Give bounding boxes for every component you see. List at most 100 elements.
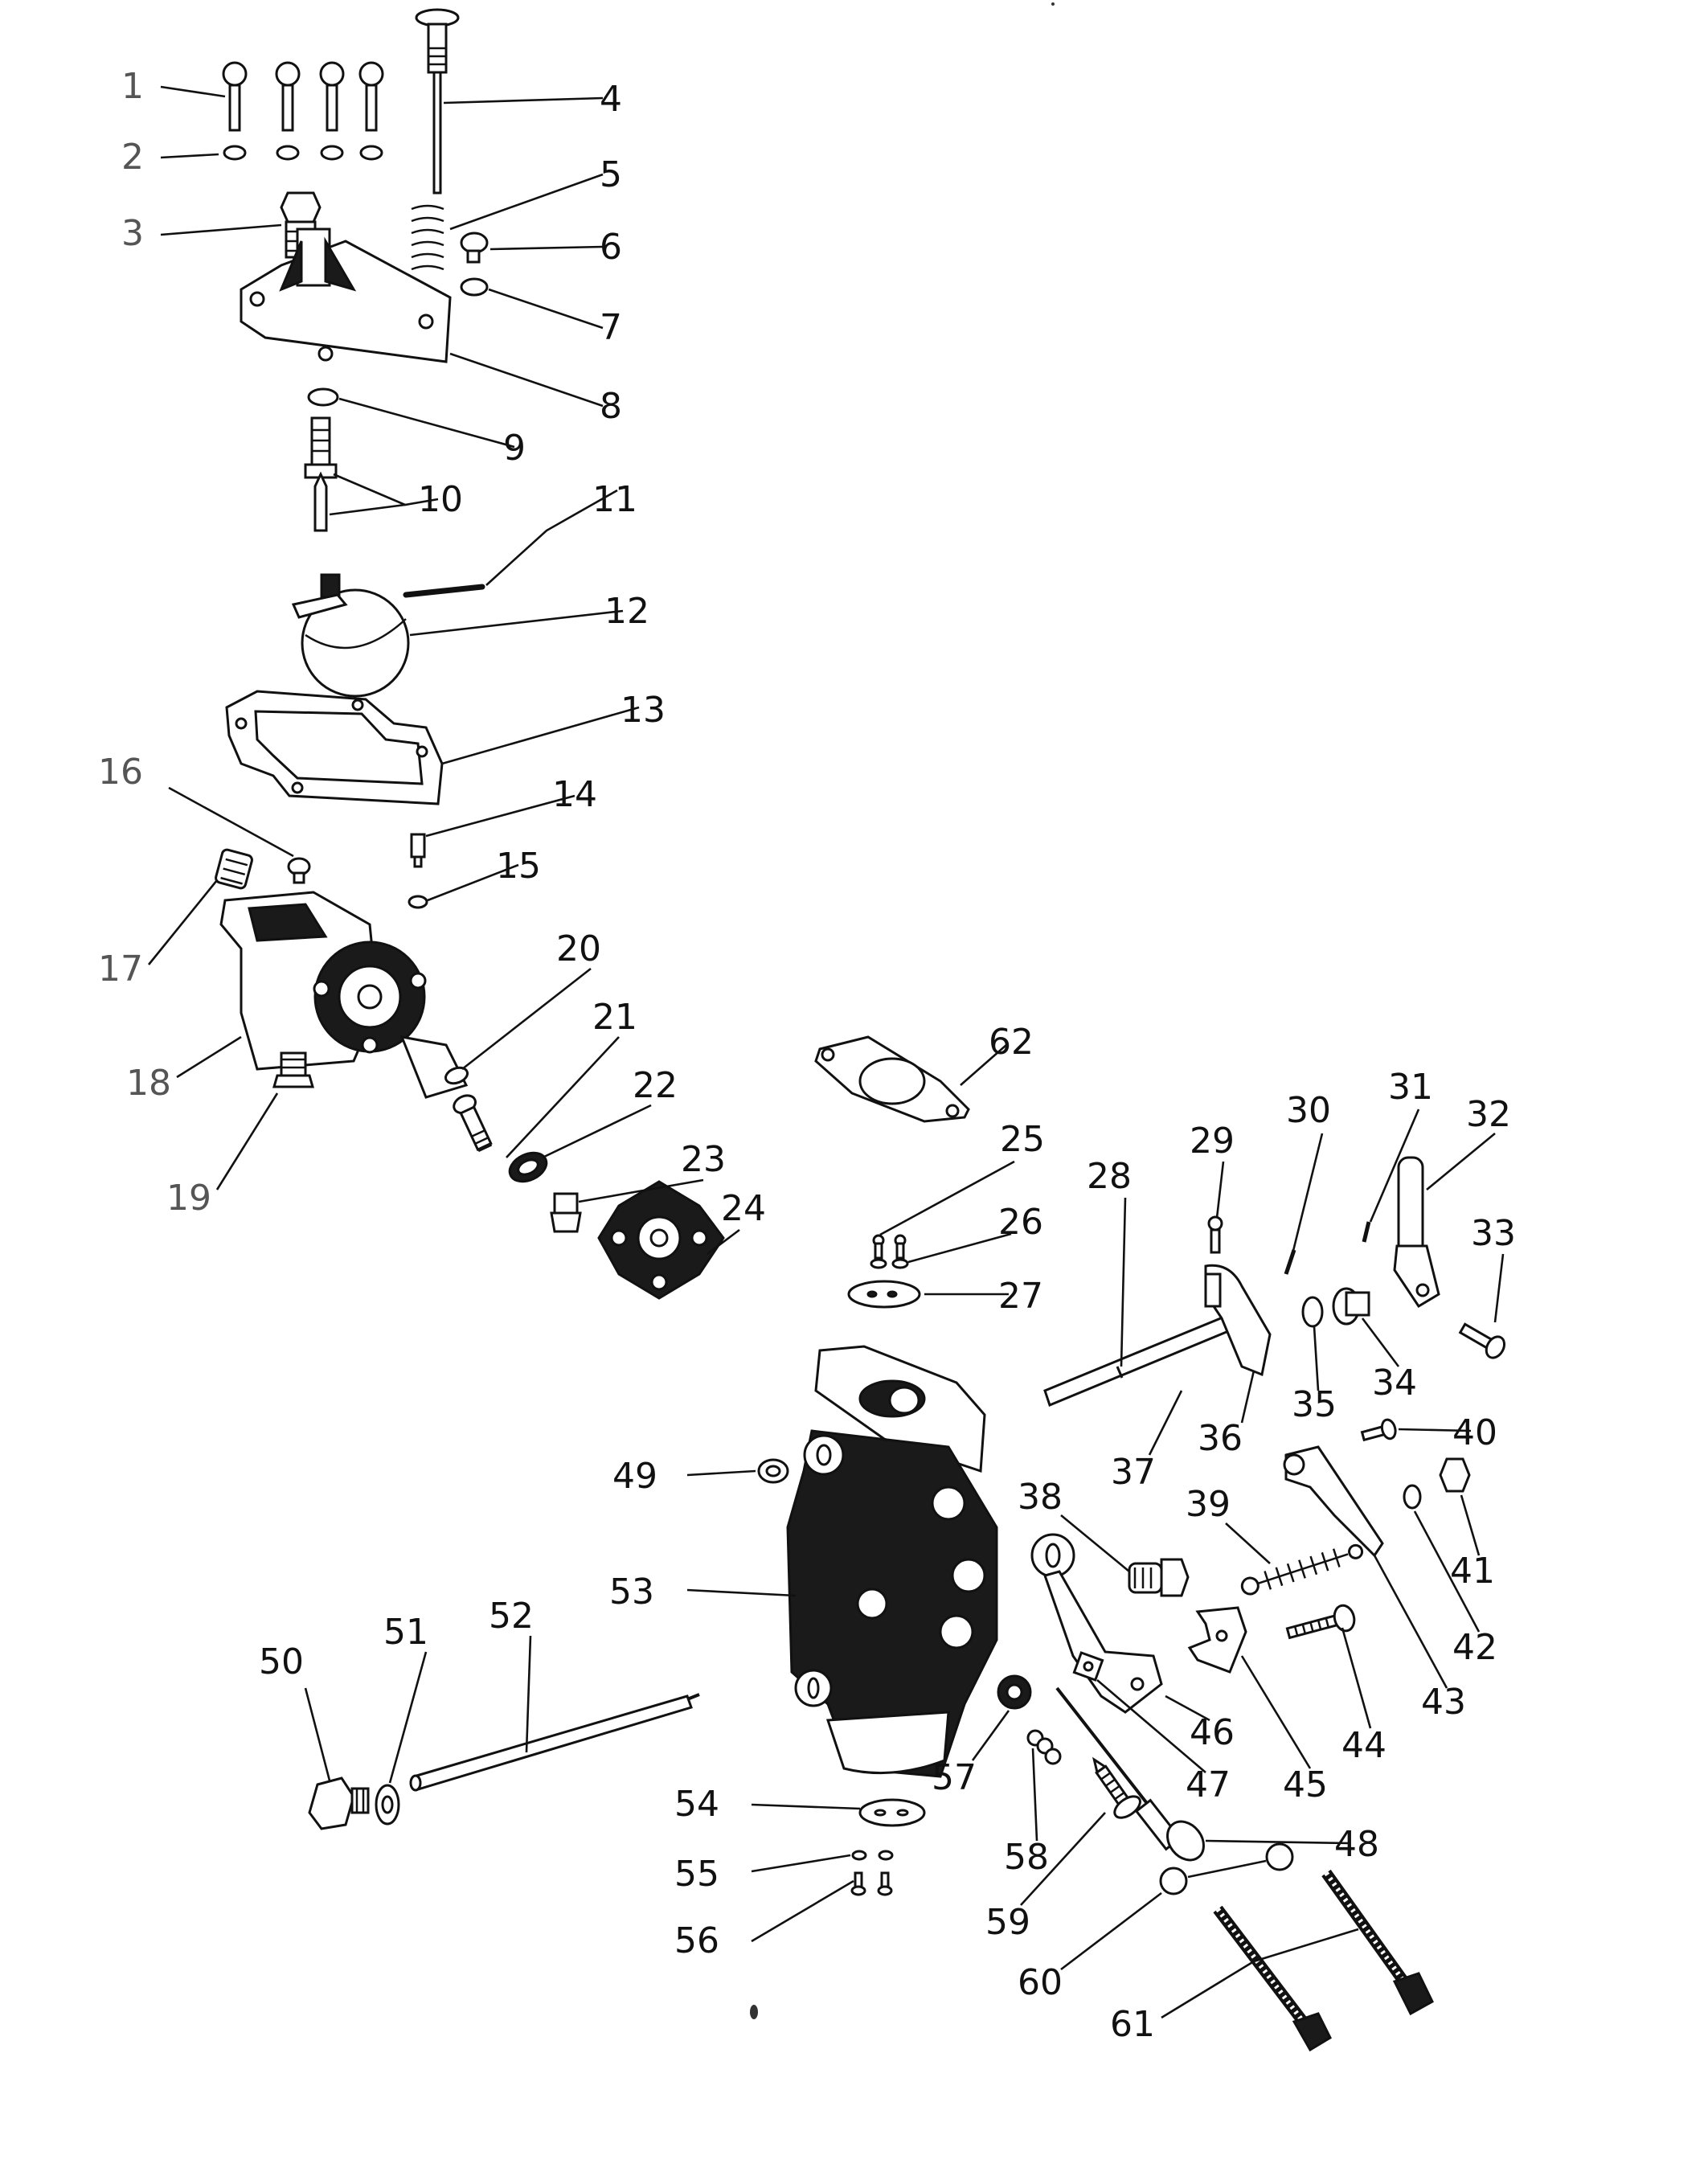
part-16-screw xyxy=(287,857,311,884)
leader-line-36 xyxy=(1240,1370,1255,1424)
part-55-lock-washers xyxy=(851,1850,894,1861)
leader-line-44 xyxy=(1341,1627,1372,1729)
leader-line-57 xyxy=(971,1710,1010,1761)
leader-line-60-branch xyxy=(1187,1859,1267,1879)
callout-label-4: 4 xyxy=(600,79,622,120)
callout-label-62: 62 xyxy=(989,1022,1034,1063)
part-11-hinge-pin xyxy=(403,584,485,598)
part-32-lever xyxy=(1393,1156,1440,1309)
part-46-choke-lever xyxy=(1030,1533,1163,1714)
callout-label-12: 12 xyxy=(604,591,649,632)
leader-line-25 xyxy=(879,1160,1015,1236)
callout-label-30: 30 xyxy=(1286,1090,1331,1131)
callout-label-45: 45 xyxy=(1283,1764,1328,1805)
part-31-pin xyxy=(1362,1221,1371,1243)
part-49-bush xyxy=(757,1458,789,1484)
leader-line-59 xyxy=(1020,1812,1106,1906)
callout-label-36: 36 xyxy=(1198,1418,1243,1459)
screw-icon xyxy=(222,61,248,132)
leader-line-23 xyxy=(578,1178,704,1203)
part-34-bush xyxy=(1332,1287,1370,1326)
callout-label-7: 7 xyxy=(600,307,622,348)
leader-line-38 xyxy=(1060,1514,1130,1573)
part-58-spring xyxy=(1026,1729,1062,1765)
callout-label-40: 40 xyxy=(1452,1412,1497,1453)
leader-line-18 xyxy=(176,1035,242,1079)
part-33-clamp-screw xyxy=(1458,1322,1506,1359)
callout-label-26: 26 xyxy=(998,1202,1043,1243)
leader-line-10-branch xyxy=(329,503,406,516)
leader-line-12 xyxy=(409,609,624,637)
screw-icon xyxy=(275,61,301,132)
callout-label-56: 56 xyxy=(674,1920,719,1961)
part-12-float xyxy=(291,573,410,698)
leader-line-62 xyxy=(960,1044,1007,1086)
part-54-choke-disc xyxy=(858,1798,926,1827)
leader-line-29 xyxy=(1215,1161,1225,1219)
callout-label-13: 13 xyxy=(621,690,666,731)
leader-line-33 xyxy=(1493,1253,1505,1323)
part-44-screw xyxy=(1285,1604,1356,1640)
part-43-lever xyxy=(1283,1445,1384,1558)
leader-line-9 xyxy=(338,397,515,449)
washer-hole xyxy=(517,1158,539,1176)
leader-line-3 xyxy=(160,223,282,236)
parts-layer xyxy=(215,2,1506,2052)
part-23-plug xyxy=(550,1192,582,1233)
part-18-float-chamber xyxy=(219,891,469,1099)
part-1-screws xyxy=(222,61,384,132)
part-21-jet-assembly xyxy=(453,1094,493,1153)
callout-label-10: 10 xyxy=(418,479,463,520)
callout-label-18: 18 xyxy=(126,1063,171,1104)
callout-label-5: 5 xyxy=(600,154,622,195)
leader-line-26 xyxy=(907,1232,1012,1264)
leader-line-13 xyxy=(441,706,640,765)
leader-line-39 xyxy=(1225,1522,1271,1564)
callout-label-16: 16 xyxy=(98,752,143,793)
leader-line-5 xyxy=(449,173,604,231)
leader-line-2 xyxy=(160,153,219,159)
callout-label-38: 38 xyxy=(1018,1477,1063,1518)
leader-line-52 xyxy=(525,1635,532,1753)
leader-line-60 xyxy=(1060,1891,1162,1971)
part-19-plug xyxy=(272,1051,314,1088)
part-57-washer xyxy=(997,1674,1032,1710)
leader-line-61-branch xyxy=(1253,1928,1359,1963)
callout-label-58: 58 xyxy=(1004,1837,1049,1878)
leader-line-41 xyxy=(1460,1494,1481,1556)
callout-label-14: 14 xyxy=(552,774,597,815)
callout-label-15: 15 xyxy=(496,846,541,887)
screw-icon xyxy=(358,61,384,132)
callout-label-1: 1 xyxy=(121,66,144,107)
callout-label-48: 48 xyxy=(1334,1824,1379,1865)
part-38-plug xyxy=(1128,1558,1190,1597)
part-35-washer xyxy=(1301,1296,1324,1328)
leader-line-15 xyxy=(427,863,519,902)
callout-label-50: 50 xyxy=(259,1641,304,1682)
leader-line-37 xyxy=(1148,1390,1183,1456)
callout-label-6: 6 xyxy=(600,227,622,268)
leader-line-50 xyxy=(304,1687,331,1781)
leader-line-56 xyxy=(751,1879,854,1943)
leader-line-42 xyxy=(1413,1510,1481,1633)
leader-line-49 xyxy=(686,1469,756,1477)
leader-line-6 xyxy=(489,245,604,251)
part-7-washer xyxy=(460,277,489,297)
leader-line-43 xyxy=(1373,1555,1448,1689)
callout-label-31: 31 xyxy=(1388,1067,1433,1108)
part-50-plug xyxy=(308,1776,370,1830)
leader-line-32 xyxy=(1426,1132,1496,1191)
leader-line-53 xyxy=(686,1588,797,1597)
part-6-screw xyxy=(460,232,489,264)
callout-label-61: 61 xyxy=(1110,2004,1155,2045)
callout-label-60: 60 xyxy=(1018,1962,1063,2003)
callout-label-21: 21 xyxy=(592,997,637,1038)
part-25-screws xyxy=(872,1234,907,1260)
callout-label-43: 43 xyxy=(1421,1682,1466,1723)
leader-line-21 xyxy=(506,1036,620,1158)
leader-line-40 xyxy=(1398,1428,1472,1432)
leader-line-20 xyxy=(461,967,592,1071)
part-45-clip xyxy=(1187,1606,1247,1674)
